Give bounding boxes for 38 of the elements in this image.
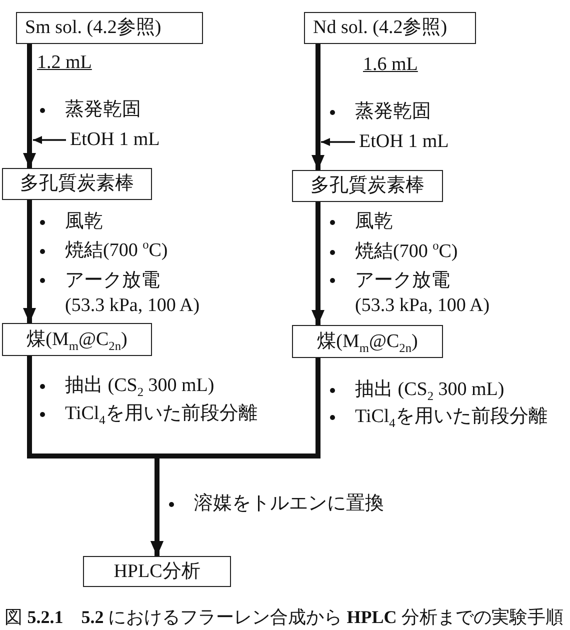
step-note: TiCl$_{4}$を用いた前段分離	[38, 403, 258, 425]
reagent-label: EtOH 1 mL	[66, 129, 160, 151]
step-note: 焼結(700 $^{o}$C)	[38, 240, 168, 262]
step-note: 抽出 (CS$_{2}$ 300 mL)	[328, 379, 504, 401]
node-label: 煤(M$_{m}$@C$_{2n}$)	[317, 330, 418, 352]
step-note: 抽出 (CS$_{2}$ 300 mL)	[38, 375, 214, 397]
volume-label: 1.2 mL	[37, 52, 92, 74]
node-label: 多孔質炭素棒	[20, 173, 134, 195]
node-label: Sm sol. (4.2参照)	[25, 17, 162, 39]
process-box	[292, 170, 443, 202]
flow-arrow	[312, 44, 324, 170]
step-note: 蒸発乾固	[328, 101, 431, 123]
figure-caption: 図 5.2.1 5.2 におけるフラーレン合成から HPLC 分析までの実験手順	[4, 606, 564, 629]
flow-arrow	[312, 202, 324, 325]
process-box	[83, 556, 231, 587]
flow-arrow	[23, 200, 36, 323]
flow-arrow	[23, 44, 36, 168]
process-box	[16, 12, 203, 44]
step-note: 風乾	[38, 211, 103, 233]
process-box	[2, 168, 152, 200]
node-label: 多孔質炭素棒	[310, 175, 424, 197]
process-box	[2, 323, 152, 356]
reagent-arrow	[33, 136, 66, 144]
step-note: 溶媒をトルエンに置換	[167, 493, 384, 515]
process-box	[304, 12, 476, 44]
process-box	[292, 325, 443, 358]
reagent-label: EtOH 1 mL	[355, 131, 449, 153]
node-label: 煤(M$_{m}$@C$_{2n}$)	[26, 328, 128, 350]
step-note: アーク放電 (53.3 kPa, 100 A)	[328, 268, 555, 318]
volume-label: 1.6 mL	[363, 54, 418, 76]
reagent-arrow	[321, 138, 355, 146]
node-label: Nd sol. (4.2参照)	[313, 17, 448, 39]
step-note: 風乾	[328, 211, 393, 233]
step-note: アーク放電 (53.3 kPa, 100 A)	[38, 268, 265, 318]
step-note: 焼結(700 $^{o}$C)	[328, 241, 458, 263]
node-label: HPLC分析	[114, 560, 200, 582]
step-note: 蒸発乾固	[38, 99, 141, 121]
step-note: TiCl$_{4}$を用いた前段分離	[328, 406, 548, 428]
